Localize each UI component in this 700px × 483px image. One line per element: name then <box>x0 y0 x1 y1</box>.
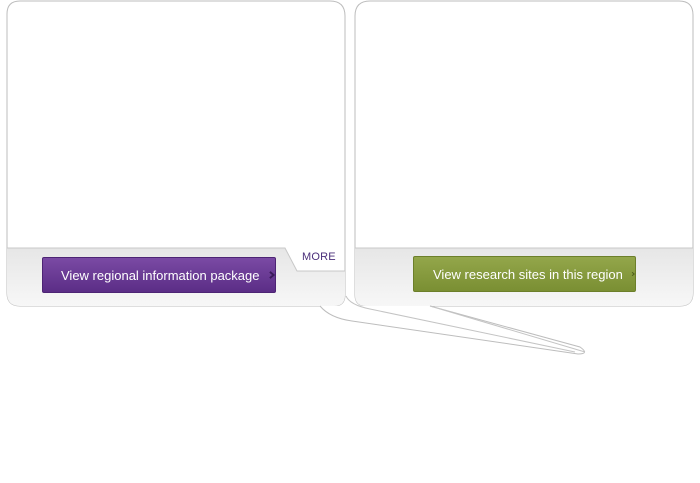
view-research-sites-button[interactable]: View research sites in this region <box>413 256 636 292</box>
view-regional-package-button[interactable]: View regional information package <box>42 257 276 293</box>
callout-tail <box>319 305 585 355</box>
chevron-right-icon <box>631 271 635 277</box>
more-link[interactable]: MORE <box>302 251 336 263</box>
view-research-sites-label: View research sites in this region <box>433 266 623 282</box>
view-regional-package-label: View regional information package <box>61 267 260 283</box>
chevron-right-icon <box>268 271 275 279</box>
